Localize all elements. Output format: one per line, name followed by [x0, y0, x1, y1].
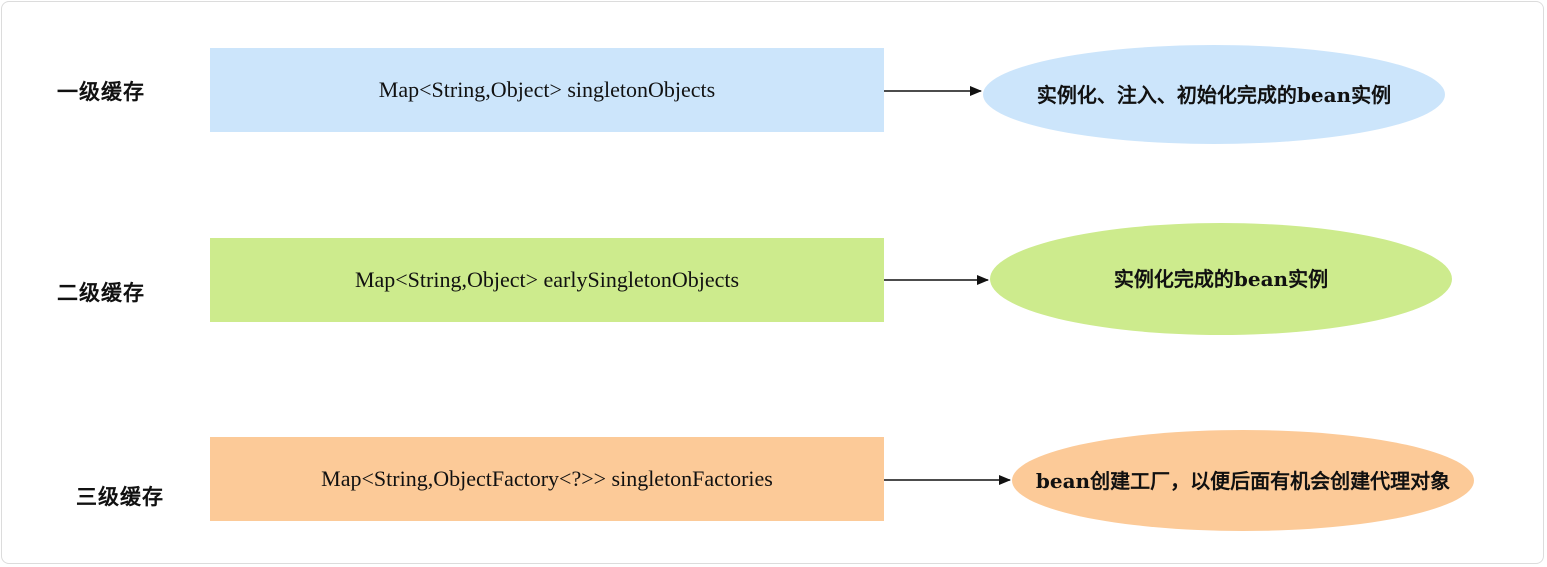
level-2-map-text: Map<String,Object> earlySingletonObjects [354, 267, 740, 292]
level-1-description: 实例化、注入、初始化完成的bean实例 [1036, 82, 1392, 107]
level-3-map-text: Map<String,ObjectFactory<?>> singletonFa… [321, 466, 773, 491]
level-3-description-ellipse: bean创建工厂，以便后面有机会创建代理对象 [1012, 430, 1474, 531]
level-2-description: 实例化完成的bean实例 [1113, 267, 1329, 291]
level-1-cache-box: Map<String,Object> singletonObjects [210, 48, 884, 132]
level-3-label: 三级缓存 [76, 485, 164, 509]
level-2-cache-box: Map<String,Object> earlySingletonObjects [210, 238, 884, 322]
level-3-cache-box: Map<String,ObjectFactory<?>> singletonFa… [210, 437, 884, 521]
level-1-description-ellipse: 实例化、注入、初始化完成的bean实例 [983, 45, 1445, 144]
level-2-label: 二级缓存 [57, 281, 145, 305]
level-2-description-ellipse: 实例化完成的bean实例 [990, 223, 1452, 335]
level-1-label: 一级缓存 [57, 80, 145, 104]
level-1-map-text: Map<String,Object> singletonObjects [378, 77, 716, 102]
level-3-description: bean创建工厂，以便后面有机会创建代理对象 [1035, 468, 1451, 493]
